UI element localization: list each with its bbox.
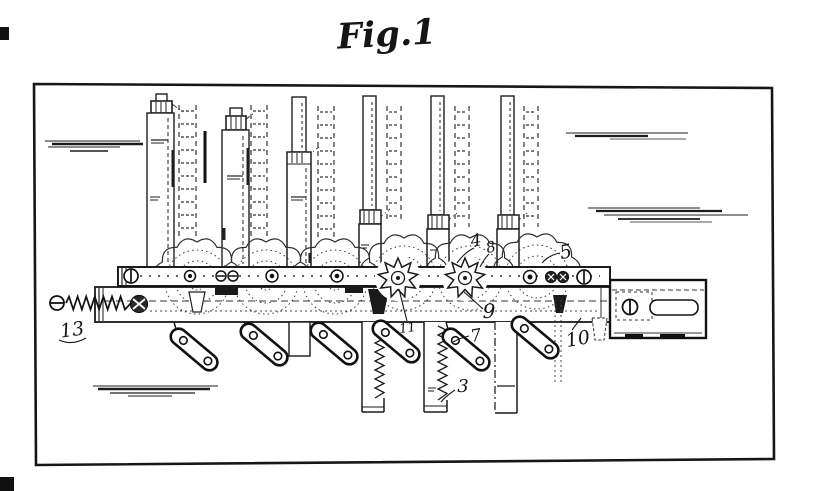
leader-3 <box>440 389 456 403</box>
ref-label-8: 8 <box>484 237 498 257</box>
plunger-column-2 <box>221 107 250 269</box>
ladder-rack-6 <box>523 106 539 227</box>
block-slot <box>649 299 699 316</box>
figure-frame <box>32 82 776 467</box>
ladder-rack-2 <box>250 105 268 236</box>
plunger-columns <box>146 93 520 269</box>
dark-joint-2 <box>345 285 363 293</box>
leader-9 <box>462 290 484 310</box>
stop-trapezoid-1 <box>188 291 206 313</box>
plunger-column-4 <box>358 95 382 269</box>
plain-rack-c <box>494 322 518 414</box>
ref-label-11: 11 <box>398 320 416 337</box>
scan-blob-bottom-left <box>0 477 14 491</box>
plunger-column-5 <box>426 95 450 269</box>
leader-7 <box>452 335 470 343</box>
smudge-bottom-left <box>93 385 218 397</box>
smudge-left <box>45 140 143 152</box>
smudge-right-top <box>566 132 688 140</box>
ref-label-4: 4 <box>468 230 483 252</box>
leader-lines <box>58 247 582 403</box>
star-gear-1 <box>375 255 421 301</box>
ref-label-5: 5 <box>558 240 574 264</box>
return-spring-assembly <box>49 293 149 314</box>
ladder-racks <box>178 105 539 240</box>
short-extension-bar <box>288 321 311 357</box>
stop-trapezoid-4 <box>591 317 608 341</box>
smudge-right-middle <box>588 207 748 223</box>
ref-label-3: 3 <box>457 376 468 397</box>
pawl-lever-3 <box>306 318 362 369</box>
stop-trapezoid-3 <box>553 295 567 313</box>
plunger-column-3 <box>286 96 312 269</box>
ladder-rack-5 <box>454 106 470 227</box>
spring-coil <box>65 293 132 313</box>
pawl-lever-2 <box>236 319 292 370</box>
ladder-rack-4 <box>386 106 402 223</box>
carriage-end-block <box>608 278 708 340</box>
leader-4 <box>456 247 475 264</box>
bar-screws <box>123 268 592 285</box>
star-gear-2 <box>442 255 488 301</box>
ref-label-7: 7 <box>469 325 483 347</box>
leader-10 <box>571 317 582 331</box>
pawl-lever-1 <box>166 324 222 375</box>
plunger-column-6 <box>496 95 520 269</box>
ladder-rack-3 <box>317 106 335 240</box>
leader-5 <box>541 252 561 264</box>
dark-joint-1 <box>215 286 238 295</box>
ref-label-10: 10 <box>564 326 592 352</box>
figure-title: Fig.1 <box>335 11 437 57</box>
pawl-levers <box>166 312 563 375</box>
ref-label-13: 13 <box>59 317 86 342</box>
leader-8 <box>479 253 490 268</box>
ghost-rack-dotted <box>554 300 562 383</box>
leader-11 <box>398 288 408 322</box>
ref-label-9: 9 <box>483 299 496 323</box>
reference-labels: 4 8 5 9 11 7 10 3 13 <box>59 230 592 397</box>
flourish-13 <box>58 337 87 344</box>
plunger-column-1 <box>146 93 175 269</box>
below-bar-parts <box>188 289 608 414</box>
ladder-rack-1 <box>178 105 197 238</box>
scan-blob-top-left <box>0 27 9 40</box>
